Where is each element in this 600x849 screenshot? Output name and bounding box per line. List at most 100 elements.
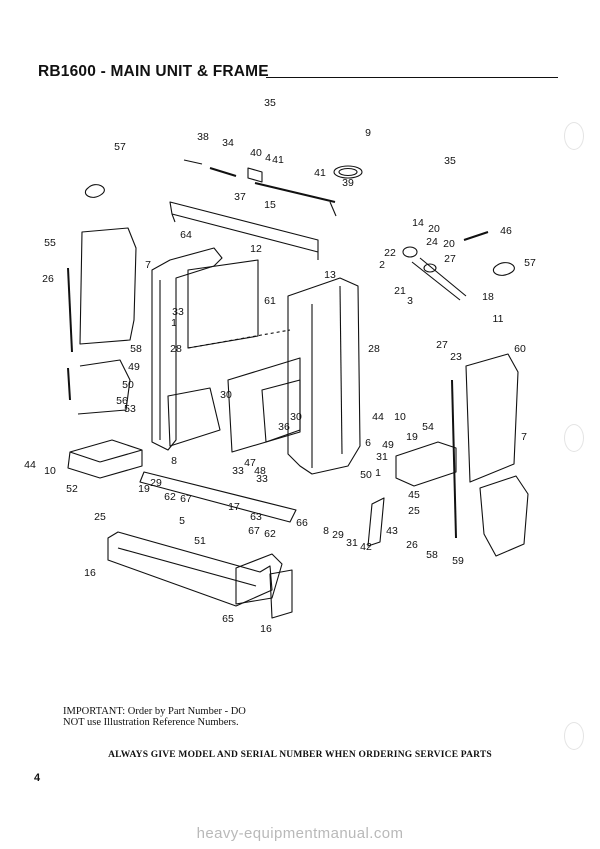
callout-16: 16 (260, 623, 272, 635)
callout-61: 61 (264, 295, 276, 307)
callout-7: 7 (521, 431, 527, 443)
callout-60: 60 (514, 343, 526, 355)
callout-41: 41 (314, 167, 326, 179)
callout-57: 57 (524, 257, 536, 269)
callout-52: 52 (66, 483, 78, 495)
callout-8: 8 (171, 455, 177, 467)
callout-7: 7 (145, 259, 151, 271)
callout-19: 19 (406, 431, 418, 443)
callout-66: 66 (296, 517, 308, 529)
callout-24: 24 (426, 236, 438, 248)
callout-20: 20 (428, 223, 440, 235)
callout-33: 33 (172, 306, 184, 318)
callout-37: 37 (234, 191, 246, 203)
callout-59: 59 (452, 555, 464, 567)
callout-13: 13 (324, 269, 336, 281)
callout-17: 17 (228, 501, 240, 513)
callout-8: 8 (323, 525, 329, 537)
page-number: 4 (34, 772, 41, 784)
callout-51: 51 (194, 535, 206, 547)
callout-45: 45 (408, 489, 420, 501)
callout-49: 49 (382, 439, 394, 451)
callout-55: 55 (44, 237, 56, 249)
callout-62: 62 (164, 491, 176, 503)
callout-29: 29 (150, 477, 162, 489)
callout-43: 43 (386, 525, 398, 537)
watermark: heavy-equipmentmanual.com (196, 825, 404, 842)
callout-47: 47 (244, 457, 256, 469)
callout-40: 40 (250, 147, 262, 159)
callout-48: 48 (254, 465, 266, 477)
callout-16: 16 (84, 567, 96, 579)
callout-5: 5 (179, 515, 185, 527)
callout-12: 12 (250, 243, 262, 255)
callout-67: 67 (248, 525, 260, 537)
callout-18: 18 (482, 291, 494, 303)
callout-31: 31 (346, 537, 358, 549)
callout-31: 31 (376, 451, 388, 463)
callout-29: 29 (332, 529, 344, 541)
binder-hole-bottom (564, 722, 584, 750)
callout-35: 35 (264, 97, 276, 109)
ordering-note: ALWAYS GIVE MODEL AND SERIAL NUMBER WHEN… (108, 750, 492, 760)
binder-hole-top (564, 122, 584, 150)
callout-26: 26 (42, 273, 54, 285)
callout-10: 10 (394, 411, 406, 423)
callout-4: 4 (265, 152, 271, 164)
callout-9: 9 (365, 127, 371, 139)
callout-11: 11 (493, 313, 504, 325)
page-title: RB1600 - MAIN UNIT & FRAME (38, 63, 269, 80)
callout-58: 58 (130, 343, 142, 355)
callout-28: 28 (368, 343, 380, 355)
callout-42: 42 (360, 541, 372, 553)
callout-6: 6 (365, 437, 371, 449)
callout-30: 30 (290, 411, 302, 423)
callout-14: 14 (412, 217, 424, 229)
callout-56: 56 (116, 395, 128, 407)
callout-65: 65 (222, 613, 234, 625)
callout-38: 38 (197, 131, 209, 143)
callout-64: 64 (180, 229, 192, 241)
callout-41: 41 (272, 154, 284, 166)
callout-1: 1 (375, 467, 381, 479)
callout-1: 1 (171, 317, 177, 329)
callout-33: 33 (256, 473, 268, 485)
important-note-line-1: IMPORTANT: Order by Part Number - DO (63, 706, 246, 717)
callout-50: 50 (360, 469, 372, 481)
callout-62: 62 (264, 528, 276, 540)
callout-34: 34 (222, 137, 234, 149)
callout-44: 44 (24, 459, 36, 471)
binder-hole-middle (564, 424, 584, 452)
title-row: RB1600 - MAIN UNIT & FRAME (38, 63, 558, 85)
callout-21: 21 (394, 285, 406, 297)
callout-33: 33 (232, 465, 244, 477)
callout-67: 67 (180, 493, 192, 505)
callout-57: 57 (114, 141, 126, 153)
callout-25: 25 (408, 505, 420, 517)
callout-36: 36 (278, 421, 290, 433)
diagram-line-art (67, 159, 529, 619)
callout-49: 49 (128, 361, 140, 373)
callout-26: 26 (406, 539, 418, 551)
callout-30: 30 (220, 389, 232, 401)
callout-53: 53 (124, 403, 136, 415)
callout-58: 58 (426, 549, 438, 561)
callout-44: 44 (372, 411, 384, 423)
important-note: IMPORTANT: Order by Part Number - DO NOT… (63, 706, 246, 728)
callout-28: 28 (170, 343, 182, 355)
title-underline (266, 77, 558, 78)
callout-20: 20 (443, 238, 455, 250)
callout-2: 2 (379, 259, 385, 271)
callout-63: 63 (250, 511, 262, 523)
callout-23: 23 (450, 351, 462, 363)
callout-25: 25 (94, 511, 106, 523)
callout-27: 27 (436, 339, 448, 351)
callout-39: 39 (342, 177, 354, 189)
callout-46: 46 (500, 225, 512, 237)
callout-19: 19 (138, 483, 150, 495)
important-note-line-2: NOT use Illustration Reference Numbers. (63, 717, 239, 728)
callout-15: 15 (264, 199, 276, 211)
callout-22: 22 (384, 247, 396, 259)
callout-27: 27 (444, 253, 456, 265)
